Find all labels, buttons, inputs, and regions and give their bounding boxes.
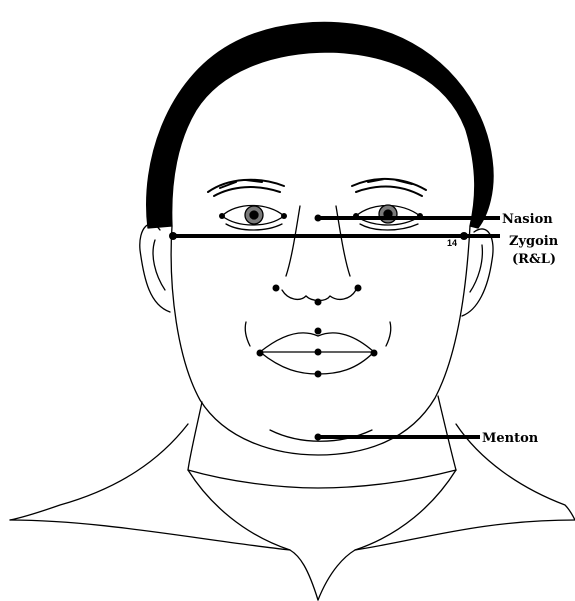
left-eyebrow <box>208 180 284 196</box>
neck-left <box>188 402 202 470</box>
landmark-right-cheilion <box>371 350 378 357</box>
landmark-left-eye-inner <box>281 213 287 219</box>
right-ear-inner <box>470 245 482 292</box>
landmark-points <box>169 213 468 441</box>
right-cheek-line <box>386 322 391 346</box>
left-cheek-line <box>245 322 250 346</box>
zygoin-side-label: (R&L) <box>512 252 556 267</box>
landmark-right-alar <box>355 285 362 292</box>
collar-neck-edge <box>188 470 456 488</box>
face-outline <box>171 226 470 455</box>
left-ear-inner <box>153 240 165 290</box>
collar-left <box>10 424 318 600</box>
menton-label: Menton <box>482 431 538 446</box>
zygoin-label: Zygoin <box>509 234 558 249</box>
nose-base <box>282 290 356 299</box>
right-eyebrow <box>352 179 426 196</box>
point-number-label: 14 <box>447 238 457 248</box>
collar-right <box>318 424 575 600</box>
landmark-upper-lip-top <box>315 328 322 335</box>
nasion-label: Nasion <box>502 212 553 227</box>
collar-bottom-left <box>10 520 290 550</box>
landmark-left-cheilion <box>257 350 264 357</box>
neck-right <box>438 396 456 470</box>
landmark-subnasale <box>315 299 322 306</box>
landmark-left-eye-outer <box>219 213 225 219</box>
left-pupil <box>250 211 258 219</box>
landmark-lower-lip <box>315 371 322 378</box>
nose-bridge-left <box>286 206 300 276</box>
landmark-stomion <box>315 349 322 356</box>
hair <box>147 23 493 228</box>
landmark-left-alar <box>273 285 280 292</box>
